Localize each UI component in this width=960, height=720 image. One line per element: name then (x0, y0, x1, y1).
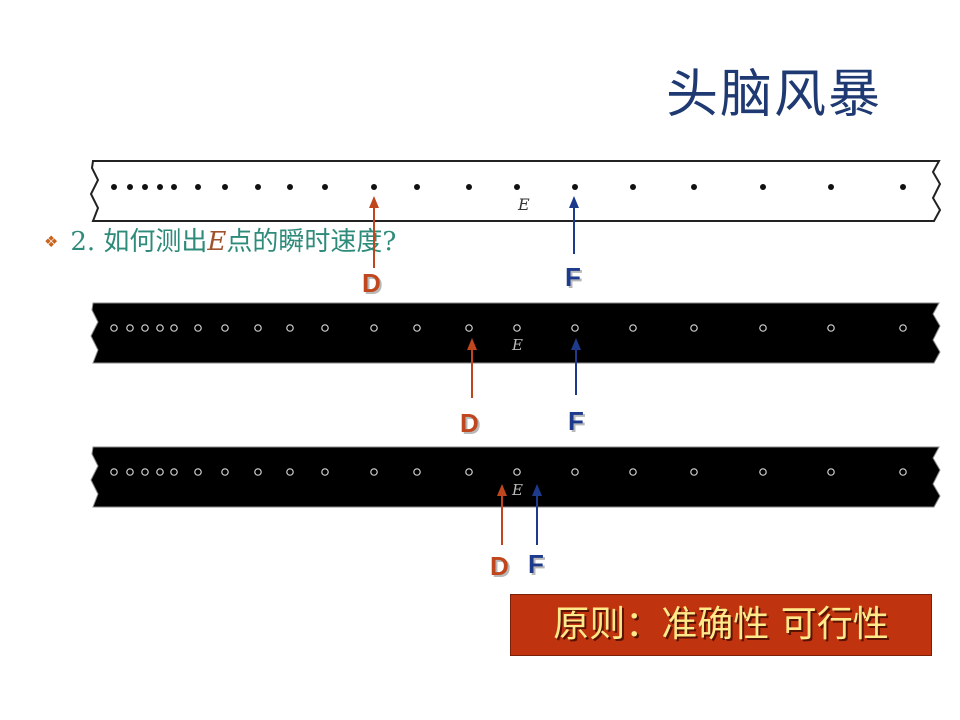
tape-1-dots (111, 184, 906, 190)
tape-2-dot-9 (286, 324, 294, 332)
tape-3-dot-17 (690, 468, 698, 476)
tape-3-dot-15 (571, 468, 579, 476)
tape-3-dot-1 (110, 468, 118, 476)
tape-1-dot-8 (255, 184, 261, 190)
tape-2: E (88, 300, 944, 366)
tape-3-dot-2 (126, 468, 134, 476)
tape-3-graphic: E (90, 446, 941, 508)
tape-3-dot-6 (194, 468, 202, 476)
tape-3-dot-16 (629, 468, 637, 476)
tape-3: E (88, 444, 944, 510)
question-text: ❖ 2. 如何测出E点的瞬时速度? (44, 227, 396, 257)
question-suffix: 点的瞬时速度? (226, 227, 397, 257)
tape-2-strip (90, 302, 941, 364)
diamond-bullet-icon: ❖ (44, 232, 59, 251)
tape-1-dot-7 (222, 184, 228, 190)
tape-2-dot-14 (513, 324, 521, 332)
tape-3-dot-20 (899, 468, 907, 476)
tape-3-strip (90, 446, 941, 508)
tape-2-dot-8 (254, 324, 262, 332)
tape-1-dot-10 (322, 184, 328, 190)
tape-2-graphic: E (90, 302, 941, 364)
tape-3-dots (110, 468, 907, 476)
tape-2-dot-15 (571, 324, 579, 332)
f-label-2: F (568, 406, 584, 436)
tape-1-dot-1 (111, 184, 117, 190)
tape-3-dot-4 (156, 468, 164, 476)
tape-3-point-label: E (511, 481, 523, 499)
principle-box: 原则：准确性 可行性 (510, 594, 932, 656)
tape-1-dot-13 (466, 184, 472, 190)
tape-3-dot-13 (465, 468, 473, 476)
tape-2-dot-5 (170, 324, 178, 332)
tape-2-point-label: E (511, 336, 523, 354)
tape-1-dot-11 (371, 184, 377, 190)
tape-2-dot-20 (899, 324, 907, 332)
tape-3-dot-14 (513, 468, 521, 476)
tape-1-dot-20 (900, 184, 906, 190)
tape-3-dot-5 (170, 468, 178, 476)
tape-2-dot-12 (413, 324, 421, 332)
slide-title: 头脑风暴 (666, 65, 883, 125)
tape-1-dot-16 (630, 184, 636, 190)
question-point: E (207, 227, 227, 257)
tape-3-dot-10 (321, 468, 329, 476)
tape-2-dot-13 (465, 324, 473, 332)
tape-1-dot-6 (195, 184, 201, 190)
tape-2-dot-3 (141, 324, 149, 332)
tape-1-dot-14 (514, 184, 520, 190)
tape-1-dot-4 (157, 184, 163, 190)
tape-3-dot-3 (141, 468, 149, 476)
tape-1-graphic: E (89, 160, 942, 222)
tape-2-dots (110, 324, 907, 332)
tape-1-dot-12 (414, 184, 420, 190)
tape-2-dot-11 (370, 324, 378, 332)
tape-1-dot-15 (572, 184, 578, 190)
tape-3-dot-9 (286, 468, 294, 476)
tape-1-dot-9 (287, 184, 293, 190)
tape-2-dot-10 (321, 324, 329, 332)
tape-2-dot-7 (221, 324, 229, 332)
f-label-1: F (565, 262, 581, 292)
d-label-2: D (460, 408, 479, 438)
question-prefix: 2. 如何测出 (70, 227, 208, 257)
tape-3-dot-11 (370, 468, 378, 476)
tape-1-dot-5 (171, 184, 177, 190)
tape-1-dot-3 (142, 184, 148, 190)
tape-3-dot-7 (221, 468, 229, 476)
tape-1: E (88, 158, 944, 224)
tape-2-dot-17 (690, 324, 698, 332)
tape-2-dot-6 (194, 324, 202, 332)
tape-1-dot-2 (127, 184, 133, 190)
tape-3-dot-19 (827, 468, 835, 476)
tape-3-dot-12 (413, 468, 421, 476)
tape-2-dot-19 (827, 324, 835, 332)
tape-2-dot-1 (110, 324, 118, 332)
tape-3-dot-18 (759, 468, 767, 476)
tape-1-strip (89, 160, 942, 222)
tape-2-dot-2 (126, 324, 134, 332)
f-label-3: F (528, 549, 544, 579)
tape-3-dot-8 (254, 468, 262, 476)
d-label-1: D (362, 268, 381, 298)
tape-1-dot-19 (828, 184, 834, 190)
d-label-3: D (490, 551, 509, 581)
tape-2-dot-16 (629, 324, 637, 332)
tape-1-dot-18 (760, 184, 766, 190)
tape-1-dot-17 (691, 184, 697, 190)
tape-1-point-label: E (517, 195, 530, 214)
tape-2-dot-18 (759, 324, 767, 332)
tape-2-dot-4 (156, 324, 164, 332)
